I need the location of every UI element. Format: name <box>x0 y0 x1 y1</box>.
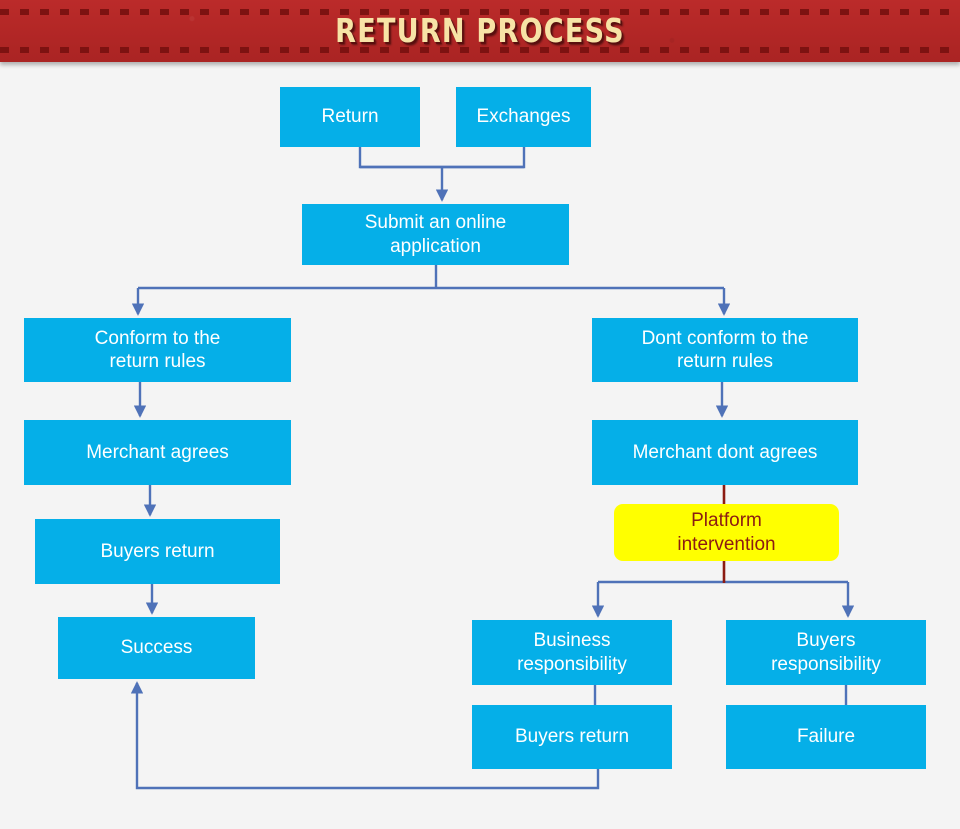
ribbon-stitch-top <box>0 9 960 15</box>
node-buyers-responsibility[interactable]: Buyers responsibility <box>726 620 926 685</box>
edge-exchanges-to-submit <box>360 147 526 169</box>
node-failure[interactable]: Failure <box>726 705 926 769</box>
node-success[interactable]: Success <box>58 617 255 679</box>
node-business-responsibility[interactable]: Business responsibility <box>472 620 672 685</box>
ribbon-stitch-bottom <box>0 47 960 53</box>
node-merchant-dont-agrees[interactable]: Merchant dont agrees <box>592 420 858 485</box>
node-merchant-agrees[interactable]: Merchant agrees <box>24 420 291 485</box>
node-dont-conform-to-return-rules[interactable]: Dont conform to the return rules <box>592 318 858 382</box>
header-ribbon: RETURN PROCESS <box>0 0 960 62</box>
page-title: RETURN PROCESS <box>335 11 625 50</box>
node-buyers-return-left[interactable]: Buyers return <box>35 519 280 584</box>
node-submit-online-application[interactable]: Submit an online application <box>302 204 569 265</box>
node-buyers-return-right[interactable]: Buyers return <box>472 705 672 769</box>
node-return[interactable]: Return <box>280 87 420 147</box>
node-conform-to-return-rules[interactable]: Conform to the return rules <box>24 318 291 382</box>
node-platform-intervention[interactable]: Platform intervention <box>614 504 839 561</box>
edge-return-to-submit <box>358 147 524 169</box>
node-exchanges[interactable]: Exchanges <box>456 87 591 147</box>
